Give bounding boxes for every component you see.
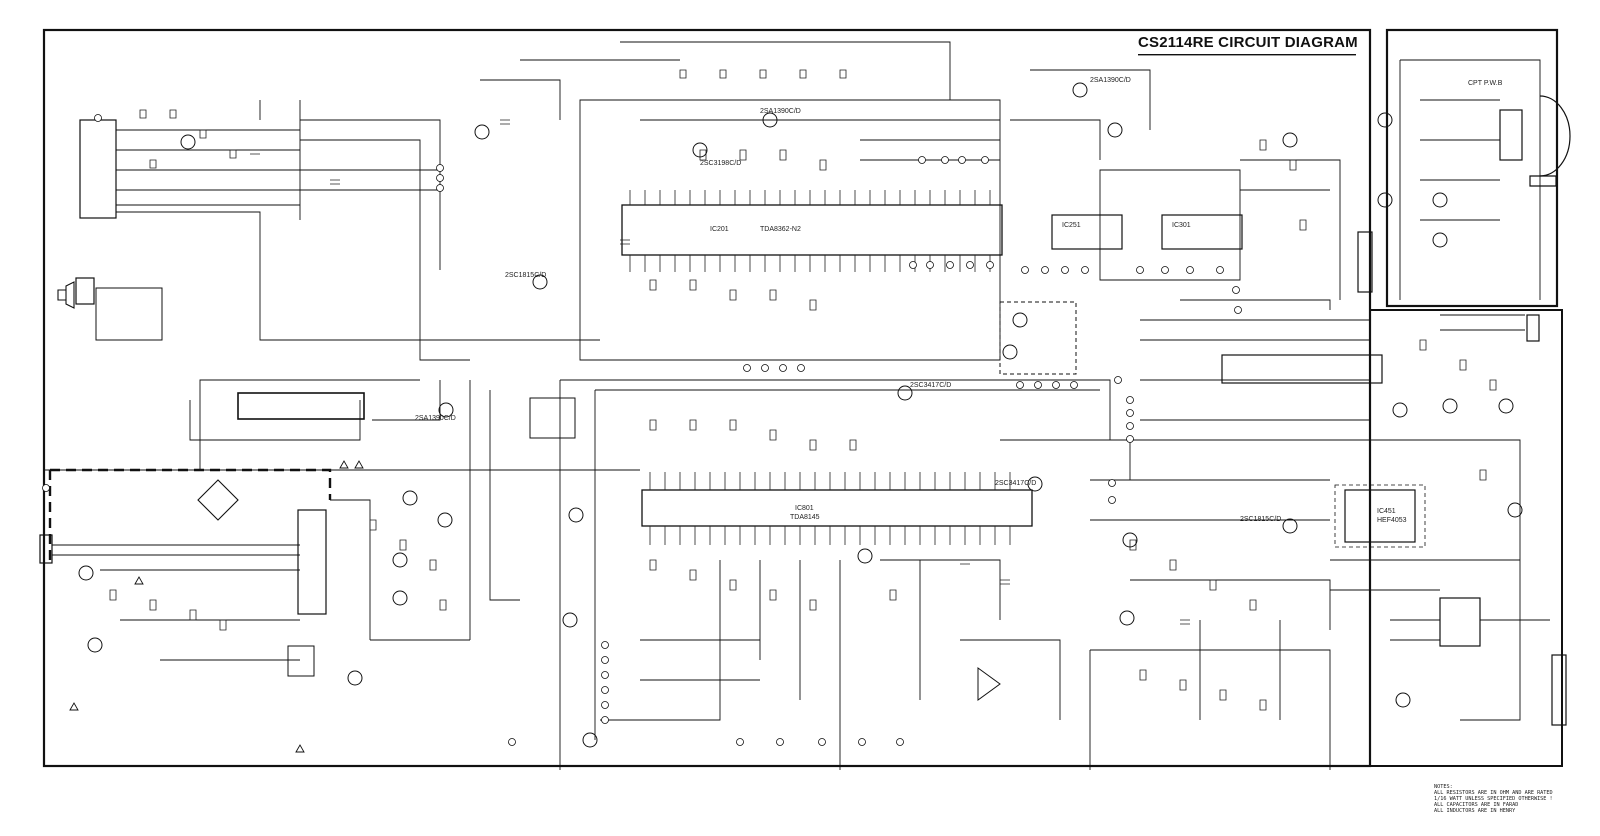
q402-label: 2SA1390C/D xyxy=(415,415,456,422)
dashed-subbox xyxy=(999,301,1077,375)
notes-line-4: ALL INDUCTORS ARE IN HENRY xyxy=(1434,808,1516,814)
crt-socket-right xyxy=(1499,109,1523,161)
ic201-pins xyxy=(629,190,991,272)
yoke-connector xyxy=(1526,314,1540,342)
component-symbols xyxy=(109,69,1497,711)
speaker-box xyxy=(75,277,95,305)
eeprom-body xyxy=(529,397,576,439)
notes-line-1: ALL RESISTORS ARE IN OHM AND ARE RATED xyxy=(1434,790,1553,796)
warning-triangles xyxy=(69,460,364,753)
notes-line-3: ALL CAPACITORS ARE IN FARAD xyxy=(1434,802,1519,808)
q603-label: 2SC3417C/D xyxy=(995,480,1037,487)
ac-input-connector xyxy=(39,534,53,564)
notes-block: NOTES: ALL RESISTORS ARE IN OHM AND ARE … xyxy=(1434,784,1553,814)
diagram-title: CS2114RE CIRCUIT DIAGRAM xyxy=(1138,34,1358,51)
q451-label: 2SC1815C/D xyxy=(1240,516,1282,523)
deflection-connector xyxy=(1551,654,1567,726)
ic-sound-body xyxy=(237,392,365,420)
av-connector xyxy=(95,287,163,341)
cpt-board-border xyxy=(1385,28,1559,308)
ic251-body xyxy=(1051,214,1123,250)
ic201-ref-label: IC201 xyxy=(710,226,729,233)
q401-label: 2SC1815C/D xyxy=(505,272,547,279)
main-border xyxy=(42,28,1372,768)
ic451-dashed-box xyxy=(1334,484,1426,548)
ic301-ref-label: IC301 xyxy=(1172,222,1191,229)
ic801-pins xyxy=(649,472,1011,545)
transistors xyxy=(78,82,1523,748)
ic201-part-label: TDA8362-N2 xyxy=(760,226,801,233)
ic201-body xyxy=(621,204,1003,256)
ic301-body xyxy=(1161,214,1243,250)
power-section-dashed xyxy=(48,468,332,560)
crt-socket-left xyxy=(1357,231,1373,293)
optocoupler xyxy=(287,645,315,677)
notes-line-2: 1/16 WATT UNLESS SPECIFIED OTHERWISE ! xyxy=(1434,796,1553,802)
ic451-ref-label: IC451 xyxy=(1377,508,1396,515)
title-divider xyxy=(1138,54,1356,56)
ic-tuner-body xyxy=(1221,354,1383,384)
wiring xyxy=(44,41,1550,770)
ic451-part-label: HEF4053 xyxy=(1377,517,1407,524)
flyback-transformer xyxy=(297,509,327,615)
q803-label: 2SC3417C/D xyxy=(910,382,952,389)
cpt-board-label: CPT P.W.B xyxy=(1468,80,1503,87)
ic801-body xyxy=(641,489,1033,527)
ic801-ref-label: IC801 xyxy=(795,505,814,512)
terminals xyxy=(42,114,1242,746)
ic451-body xyxy=(1344,489,1416,543)
q501-label: 2SA1390C/D xyxy=(1090,77,1131,84)
tuner-module xyxy=(79,119,117,219)
ic801-part-label: TDA8145 xyxy=(790,514,820,521)
q202-label: 2SA1390C/D xyxy=(760,108,801,115)
notes-title: NOTES: xyxy=(1434,784,1453,790)
opamp-symbol xyxy=(977,667,1001,701)
ic251-ref-label: IC251 xyxy=(1062,222,1081,229)
bridge-rectifier xyxy=(197,479,239,521)
q201-label: 2SC3198C/D xyxy=(700,160,742,167)
crt-tube xyxy=(1529,95,1571,187)
speaker-icon xyxy=(57,281,75,309)
hv-transformer xyxy=(1439,597,1481,647)
right-board-border xyxy=(1370,309,1563,767)
